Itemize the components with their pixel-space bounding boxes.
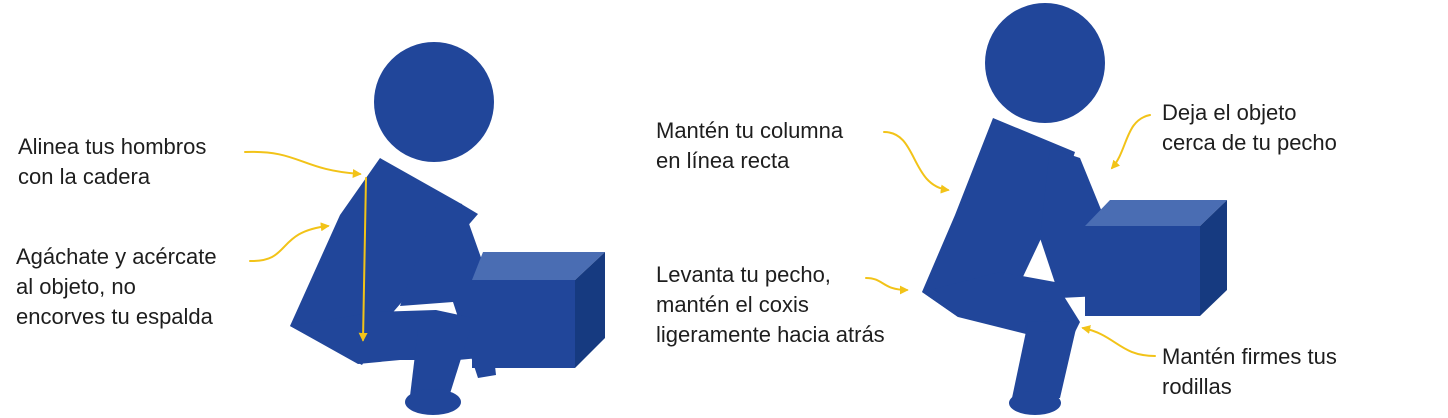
label-chest: Levanta tu pecho, mantén el coxis ligera… — [656, 260, 885, 350]
label-spine: Mantén tu columna en línea recta — [656, 116, 843, 176]
callout-arrows — [244, 114, 1156, 357]
label-line: Mantén firmes tus — [1162, 344, 1337, 369]
foot — [1009, 391, 1061, 415]
label-line: ligeramente hacia atrás — [656, 322, 885, 347]
figure-lifting — [922, 3, 1105, 415]
box-front — [472, 280, 575, 368]
label-line: encorves tu espalda — [16, 304, 213, 329]
box-side — [575, 252, 605, 368]
label-line: Agáchate y acércate — [16, 244, 217, 269]
label-line: rodillas — [1162, 374, 1232, 399]
box-side — [1200, 200, 1227, 316]
head — [985, 3, 1105, 123]
label-line: Mantén tu columna — [656, 118, 844, 143]
label-line: en línea recta — [656, 148, 790, 173]
label-line: mantén el coxis — [656, 292, 809, 317]
foot — [405, 389, 461, 415]
figure-squatting — [290, 42, 500, 415]
arrow-squat — [249, 222, 330, 263]
label-knees: Mantén firmes tus rodillas — [1162, 342, 1337, 402]
label-line: Levanta tu pecho, — [656, 262, 831, 287]
shin — [1012, 320, 1078, 398]
box-top — [1085, 200, 1227, 226]
arrow-object — [1110, 114, 1151, 170]
label-line: Alinea tus hombros — [18, 134, 207, 159]
arrow-chest — [865, 277, 909, 295]
box-front — [1085, 226, 1200, 316]
torso — [922, 118, 1075, 317]
label-line: Deja el objeto — [1162, 100, 1297, 125]
head — [374, 42, 494, 162]
torso — [290, 158, 478, 365]
arrow-knees — [1081, 325, 1156, 357]
label-shoulders: Alinea tus hombros con la cadera — [18, 132, 206, 192]
label-line: cerca de tu pecho — [1162, 130, 1337, 155]
label-line: al objeto, no — [16, 274, 136, 299]
label-line: con la cadera — [18, 164, 151, 189]
arrow-spine — [883, 131, 950, 194]
label-object: Deja el objeto cerca de tu pecho — [1162, 98, 1337, 158]
arrow-spine-line — [358, 177, 368, 342]
box-top — [472, 252, 605, 280]
box-right — [1085, 200, 1227, 316]
arrow-shoulders — [244, 150, 362, 179]
box-left — [472, 252, 605, 368]
shin — [410, 330, 470, 400]
label-squat: Agáchate y acércate al objeto, no encorv… — [16, 242, 217, 332]
